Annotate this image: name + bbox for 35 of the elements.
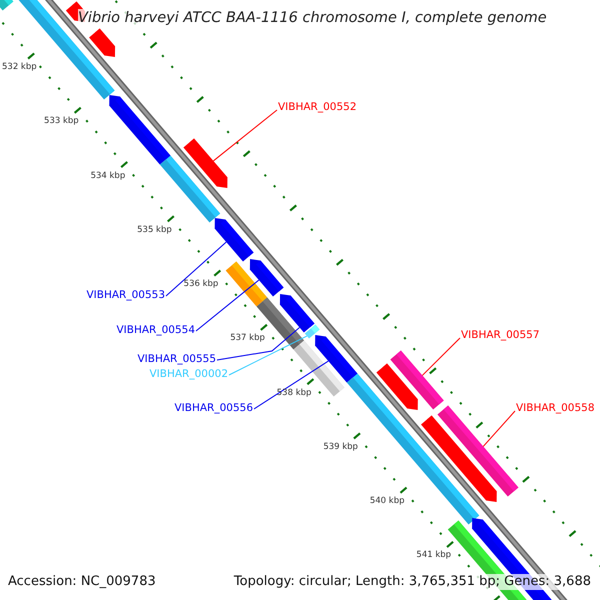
scale-label: 536 kbp [184,279,218,290]
gene-bar [315,335,358,383]
info-text: Accession: NC_009783 [8,574,156,590]
scale-label: 540 kbp [370,496,404,506]
title: Vibrio harveyi ATCC BAA-1116 chromosome I, complete genome [78,9,547,27]
gene-label: VIBHAR_00554 [116,324,195,336]
leader-line [228,336,308,376]
leader-line [196,280,260,332]
leader-line [254,360,329,410]
gene-label: VIBHAR_00553 [86,288,165,302]
gene-label: VIBHAR_00557 [461,328,540,342]
info-text: Topology: circular; Length: 3,765,351 bp; Genes: 3,688 [234,574,591,590]
leader-line [166,242,227,296]
gene-label: VIBHAR_00556 [174,402,253,414]
leader-line [212,110,278,162]
leader-line [216,326,300,360]
gene-bar [250,259,284,297]
scale-label: 535 kbp [137,224,172,235]
scale-label: 537 kbp [230,333,265,344]
gene-bar [280,294,315,333]
scale-label: 539 kbp [323,442,358,452]
gene-bar [183,138,228,188]
leader-line [482,410,516,447]
gene-label: VIBHAR_00002 [149,368,228,380]
scale-label: 533 kbp [44,116,79,126]
gene-label: VIBHAR_00552 [278,100,357,114]
gene-label: VIBHAR_00558 [516,402,595,414]
scale-label: 538 kbp [276,388,312,398]
leader-line [422,338,460,376]
scale-label: 534 kbp [90,170,126,181]
gene-label: VIBHAR_00555 [137,352,216,366]
scale-label: 532 kbp [2,62,37,72]
scale-label: 541 kbp [416,550,452,560]
gene-bar [214,218,254,262]
gene-bar [390,350,444,410]
